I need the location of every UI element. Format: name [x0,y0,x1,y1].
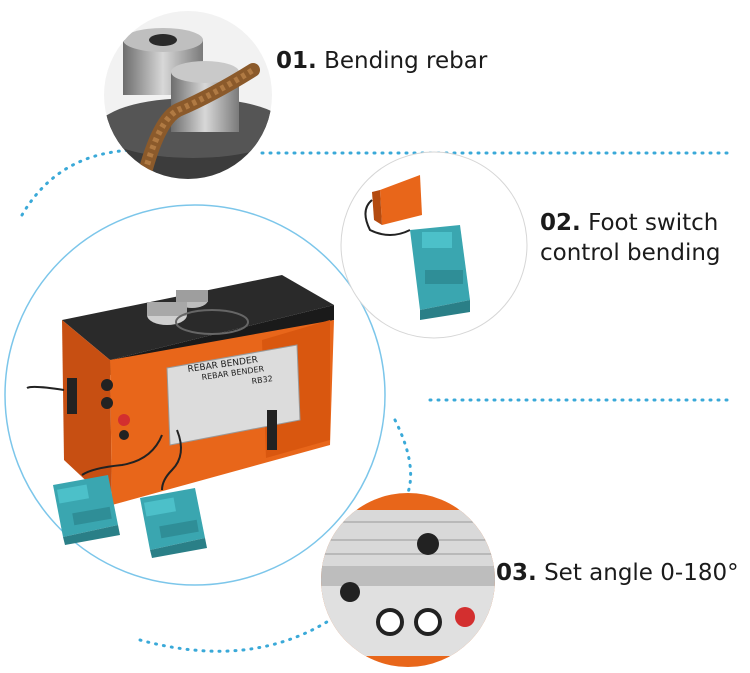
feature-text-03: Set angle 0-180° [544,560,739,586]
angle-setting-photo [321,493,495,667]
dotted-arc-bottom [138,618,332,653]
feature-text-02-line1: Foot switch [588,210,719,236]
feature-label-01: 01. Bending rebar [276,48,487,74]
bending-rebar-photo [104,11,272,179]
machine-circle-outline [4,204,386,586]
foot-switch-photo [364,175,470,320]
foot-pedal-right [140,488,207,558]
feature-number-03: 03. [496,560,537,586]
feature-text-01: Bending rebar [324,48,488,74]
panel-model: RB32 [251,374,273,386]
feature-text-02-line2: control bending [540,240,721,266]
feature-label-03: 03. Set angle 0-180° [496,560,739,586]
dotted-arc-middle [393,418,413,502]
feature-number-01: 01. [276,48,317,74]
rebar-bender-machine: REBAR BENDER REBAR BENDER RB32 [26,275,334,505]
feature-label-02: 02. Foot switch control bending [540,208,721,268]
dotted-arc-left [20,148,142,217]
feature-number-02: 02. [540,210,581,236]
foot-pedal-left [53,475,120,545]
